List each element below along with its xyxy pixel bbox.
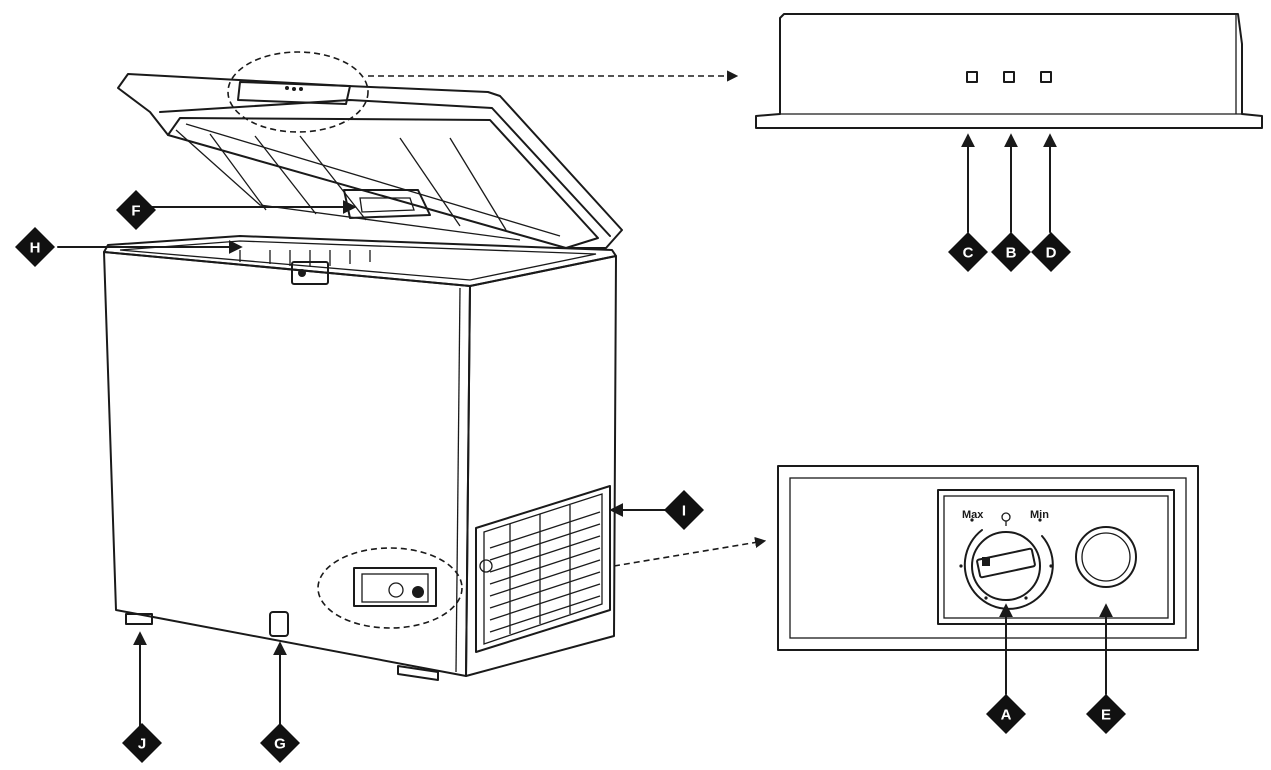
thermostat-knob bbox=[959, 512, 1054, 610]
svg-text:G: G bbox=[274, 736, 286, 753]
svg-text:I: I bbox=[682, 503, 686, 520]
indicator-light-c bbox=[966, 71, 978, 83]
max-label: Max bbox=[962, 509, 984, 521]
chest-freezer bbox=[103, 51, 767, 681]
condenser-grille bbox=[475, 485, 611, 653]
indicator-light-b bbox=[1003, 71, 1015, 83]
drain-plug bbox=[269, 611, 289, 637]
callout-e: E bbox=[1086, 694, 1126, 734]
control-panel-highlight bbox=[317, 547, 463, 629]
lid-handle-detail bbox=[755, 13, 1263, 129]
freezer-lid bbox=[117, 73, 623, 249]
control-panel-detail: Max Min bbox=[777, 465, 1199, 651]
interior-light bbox=[343, 189, 431, 219]
svg-text:E: E bbox=[1101, 707, 1111, 724]
min-label: Min bbox=[1030, 509, 1049, 521]
front-control-panel bbox=[353, 567, 437, 607]
lid-handle-highlight bbox=[227, 51, 369, 133]
svg-text:C: C bbox=[963, 245, 974, 262]
callout-b: B bbox=[991, 232, 1031, 272]
svg-text:J: J bbox=[138, 736, 146, 753]
callout-a: A bbox=[986, 694, 1026, 734]
svg-text:D: D bbox=[1046, 245, 1057, 262]
svg-text:H: H bbox=[30, 240, 41, 257]
freezer-side bbox=[465, 255, 617, 677]
callout-j: J bbox=[122, 723, 162, 763]
indicator-light-d bbox=[1040, 71, 1052, 83]
callout-g: G bbox=[260, 723, 300, 763]
callout-d: D bbox=[1031, 232, 1071, 272]
front-foot bbox=[125, 613, 153, 625]
svg-text:A: A bbox=[1001, 707, 1012, 724]
basket bbox=[239, 250, 371, 266]
callout-c: C bbox=[948, 232, 988, 272]
callout-f: F bbox=[116, 190, 156, 230]
callout-i: I bbox=[664, 490, 704, 530]
power-indicator bbox=[1075, 526, 1137, 588]
callout-h: H bbox=[15, 227, 55, 267]
svg-text:B: B bbox=[1006, 245, 1017, 262]
callout-arrows bbox=[57, 133, 1113, 727]
svg-text:F: F bbox=[131, 203, 140, 220]
